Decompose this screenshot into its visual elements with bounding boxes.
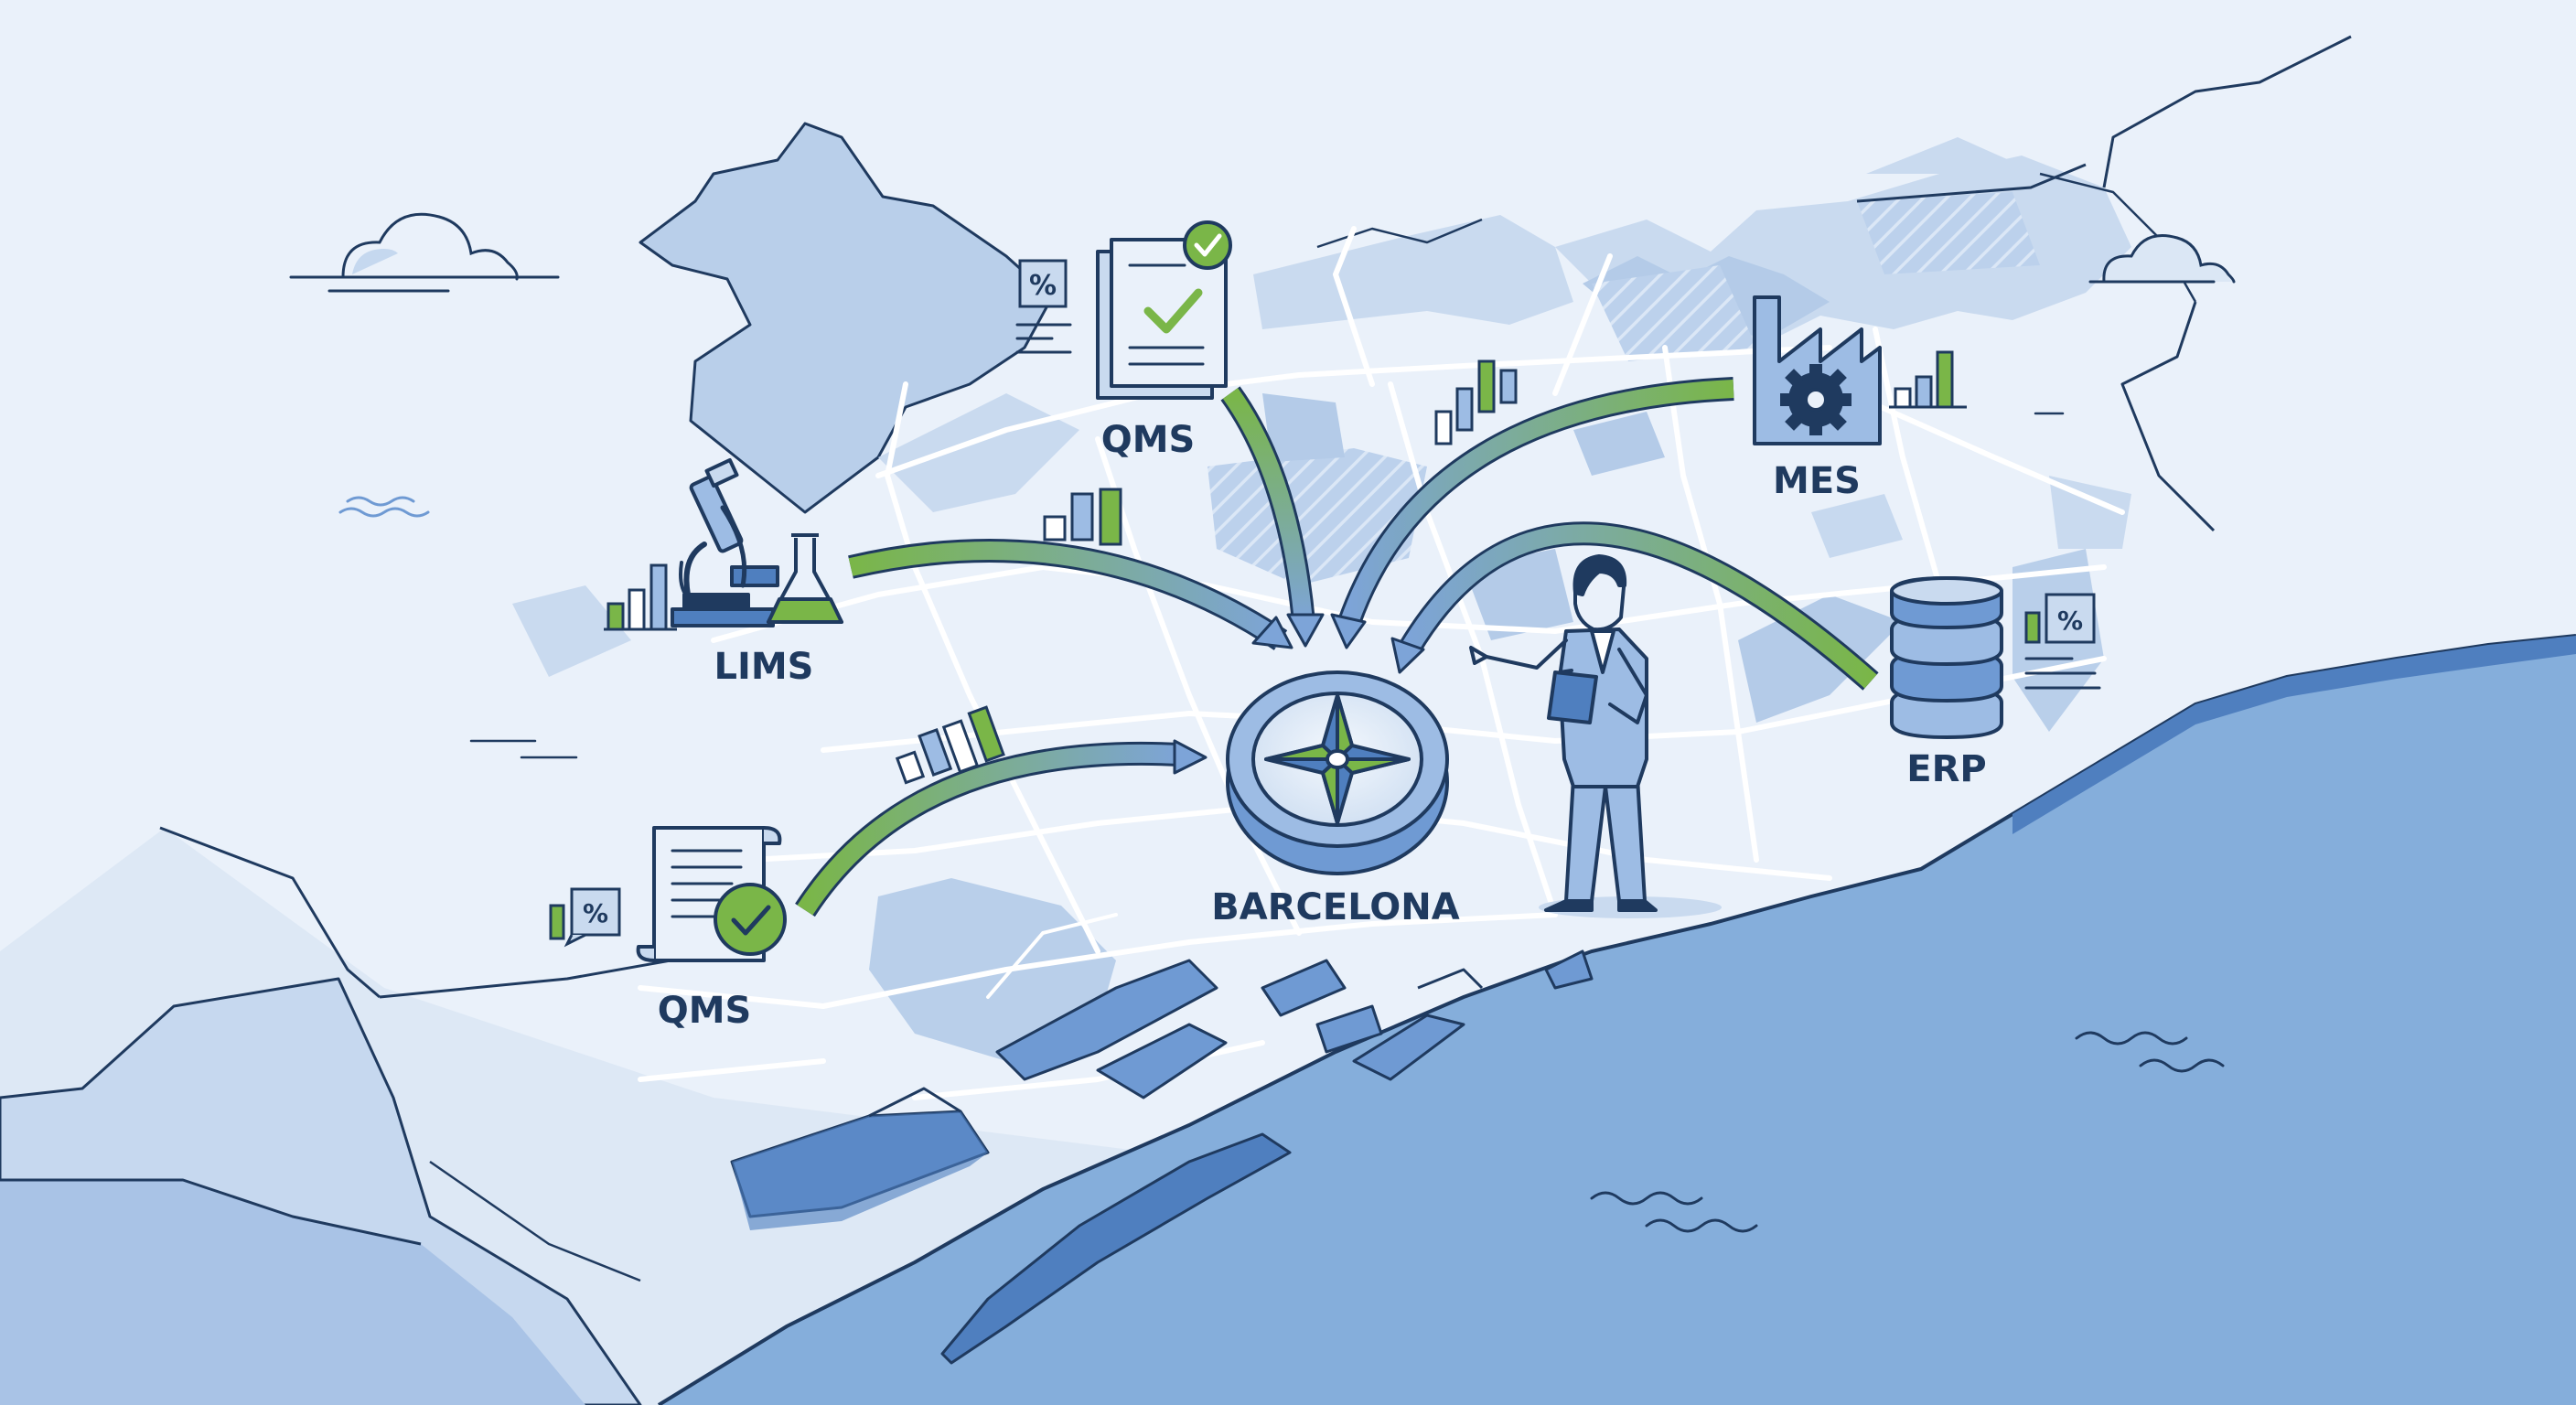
arrow-lims-to-hub	[848, 539, 1293, 650]
svg-text:%: %	[1029, 270, 1057, 302]
svg-text:%: %	[2057, 606, 2083, 636]
node-lims[interactable]: LIMS	[604, 457, 843, 688]
analyst-figure	[1469, 554, 1722, 918]
gear-icon	[1780, 364, 1852, 435]
flask-icon	[767, 533, 843, 624]
document-checklist-icon	[1096, 220, 1232, 400]
qms-top-label: QMS	[1101, 419, 1196, 461]
node-erp[interactable]: % ERP	[1890, 575, 2101, 790]
scroll-document-icon	[636, 826, 787, 962]
node-mes[interactable]: MES	[1753, 295, 1967, 502]
hub-label: BARCELONA	[1211, 886, 1459, 928]
bar-chart-icon-lims	[604, 563, 677, 631]
bar-chart-icon-qms-top	[1043, 488, 1122, 546]
cloud-right-icon	[2088, 234, 2236, 284]
flow-arrows	[795, 377, 1879, 917]
percent-badge-icon: %	[549, 887, 621, 948]
cloud-left-icon	[289, 212, 560, 293]
node-qms-top[interactable]: % QMS	[1015, 220, 1232, 461]
arrow-erp-to-hub	[1390, 521, 1879, 691]
arrow-mes-to-hub	[1330, 377, 1734, 649]
arrow-qms-top-to-hub	[1220, 386, 1325, 648]
decor-lines	[338, 412, 2065, 759]
database-icon	[1890, 575, 2003, 740]
bar-chart-icon-mes	[1889, 350, 1967, 409]
node-qms-bottom[interactable]: % QMS	[549, 826, 787, 1032]
arrow-qms-bottom-to-hub	[795, 739, 1208, 917]
wave-marks	[1590, 1031, 2225, 1233]
erp-label: ERP	[1906, 748, 1986, 790]
bar-chart-icon-center-top	[1434, 359, 1518, 445]
qms-bottom-label: QMS	[658, 990, 752, 1032]
mes-label: MES	[1773, 460, 1861, 502]
factory-gear-icon	[1753, 295, 1882, 445]
northwest-region	[639, 122, 1054, 514]
left-hills	[0, 826, 724, 1405]
percent-report-icon: %	[2024, 593, 2101, 690]
harbour	[730, 949, 1594, 1365]
svg-text:%: %	[583, 898, 608, 928]
bar-chart-icon-qms-bottom	[895, 705, 1005, 785]
barcelona-hub[interactable]: BARCELONA	[1211, 670, 1460, 928]
microscope-icon	[671, 457, 779, 627]
percent-doc-icon: %	[1015, 259, 1072, 354]
lims-label: LIMS	[714, 646, 814, 688]
compass-icon	[1226, 670, 1449, 875]
